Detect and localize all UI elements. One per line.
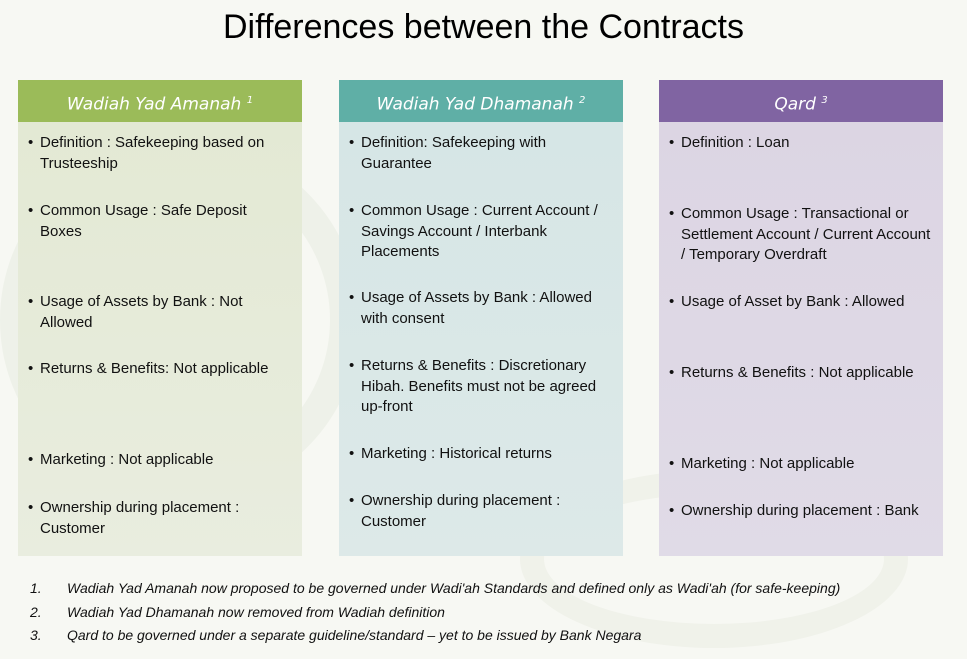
list-item: Ownership during placement : Customer [28,498,292,539]
column-title: Wadiah Yad Amanah [66,94,242,115]
footnotes: 1. Wadiah Yad Amanah now proposed to be g… [30,580,940,651]
footnote: 3. Qard to be governed under a separate g… [30,627,940,651]
list-item: Usage of Asset by Bank : Allowed [669,292,933,313]
list-item: Usage of Assets by Bank : Allowed with c… [349,288,613,329]
list-item: Returns & Benefits: Not applicable [28,359,292,380]
footnote-number: 2. [30,603,42,620]
list-item: Usage of Assets by Bank : Not Allowed [28,292,292,333]
slide-title: Differences between the Contracts [223,8,744,46]
column-header: Wadiah Yad Dhamanah 2 [339,80,623,122]
list-item: Returns & Benefits : Discretionary Hibah… [349,356,613,418]
column-wadiah-yad-dhamanah: Wadiah Yad Dhamanah 2 Definition: Safeke… [339,80,623,556]
footnote-text: Wadiah Yad Dhamanah now removed from Wad… [67,603,445,620]
column-header: Qard 3 [659,80,943,122]
list-item: Definition : Safekeeping based on Truste… [28,133,292,174]
column-header: Wadiah Yad Amanah 1 [18,80,302,122]
list-item: Common Usage : Transactional or Settleme… [669,204,933,266]
list-item: Definition: Safekeeping with Guarantee [349,133,613,174]
footnote-text: Qard to be governed under a separate gui… [67,627,642,643]
list-item: Ownership during placement : Bank [669,501,933,522]
footnote: 1. Wadiah Yad Amanah now proposed to be g… [30,580,940,604]
footnote: 2. Wadiah Yad Dhamanah now removed from W… [30,604,940,628]
list-item: Marketing : Historical returns [349,444,613,465]
column-qard: Qard 3 Definition : Loan Common Usage : … [659,80,943,556]
column-wadiah-yad-amanah: Wadiah Yad Amanah 1 Definition : Safekee… [18,80,302,556]
column-title: Qard [774,94,816,115]
footnote-marker: 3 [821,95,828,106]
footnote-marker: 2 [579,95,586,106]
list-item: Returns & Benefits : Not applicable [669,363,933,384]
footnote-text: Wadiah Yad Amanah now proposed to be gov… [67,580,841,596]
footnote-number: 3. [30,627,42,643]
column-title: Wadiah Yad Dhamanah [376,94,574,115]
footnote-number: 1. [30,580,42,596]
list-item: Definition : Loan [669,133,933,154]
footnote-marker: 1 [246,95,254,106]
list-item: Marketing : Not applicable [28,450,292,471]
list-item: Common Usage : Current Account / Savings… [349,201,613,263]
list-item: Common Usage : Safe Deposit Boxes [28,201,292,242]
list-item: Ownership during placement : Customer [349,491,613,532]
list-item: Marketing : Not applicable [669,454,933,475]
